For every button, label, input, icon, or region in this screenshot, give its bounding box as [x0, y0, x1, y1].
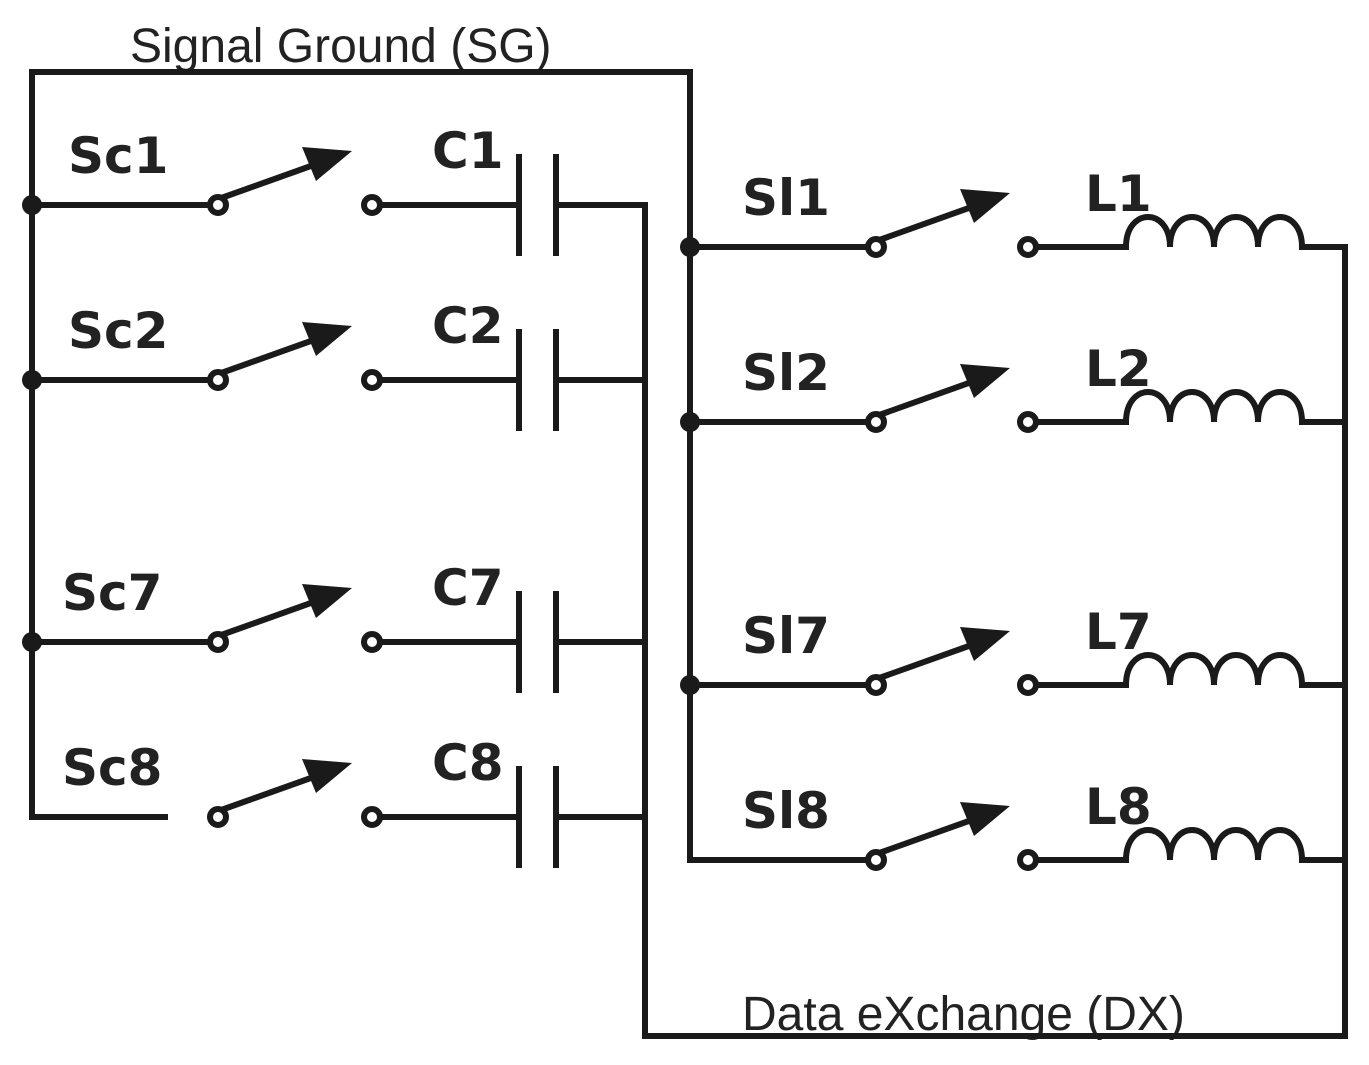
switch-lever	[220, 770, 326, 813]
capacitor-branch: Sc2 C2	[22, 297, 648, 431]
inductor-branch: Sl8 L8	[742, 778, 1348, 871]
inductor-coil	[1122, 214, 1306, 251]
switch-lever	[878, 638, 984, 681]
switch-arrow	[960, 189, 1010, 223]
inductor-branch: Sl2 L2	[680, 340, 1348, 433]
signal-ground-label: Signal Ground (SG)	[130, 20, 552, 73]
switch-lever	[878, 375, 984, 418]
switch-contact	[865, 411, 887, 433]
capacitor-label: C7	[432, 559, 503, 617]
switch-contact	[207, 631, 229, 653]
inductor-coil	[1122, 827, 1306, 864]
signal-ground-left-rail	[29, 69, 168, 820]
switch-arrow	[302, 322, 352, 356]
switch-label: Sl1	[742, 169, 830, 227]
switch-arrow	[960, 364, 1010, 398]
junction-dot	[22, 195, 42, 215]
capacitor-branch: Sc1 C1	[22, 122, 648, 256]
switch-lever	[220, 158, 326, 201]
switch-label: Sl2	[742, 344, 830, 402]
capacitor-label: C8	[432, 734, 503, 792]
switch-lever	[878, 200, 984, 243]
switch-contact	[207, 806, 229, 828]
data-exchange-label: Data eXchange (DX)	[742, 988, 1185, 1041]
junction-dot	[22, 370, 42, 390]
inductor-label: L1	[1085, 165, 1152, 223]
inductor-coil	[1122, 652, 1306, 689]
switch-label: Sc8	[62, 739, 162, 797]
switch-contact	[865, 674, 887, 696]
switch-lever	[220, 595, 326, 638]
inductor-branch: Sl7 L7	[680, 603, 1348, 696]
junction-dot	[680, 237, 700, 257]
inductor-coil	[1122, 389, 1306, 426]
inductor-branch: Sl1 L1	[680, 165, 1348, 258]
inductor-label: L7	[1085, 603, 1152, 661]
switch-contact	[207, 369, 229, 391]
signal-ground-bus	[29, 69, 823, 863]
switch-label: Sc2	[68, 302, 168, 360]
switch-lever	[878, 813, 984, 856]
data-exchange-bus	[553, 202, 1348, 1039]
inductor-label: L2	[1085, 340, 1152, 398]
switch-label: Sl8	[742, 782, 830, 840]
switch-contact	[865, 849, 887, 871]
switch-label: Sl7	[742, 607, 830, 665]
switch-contact	[207, 194, 229, 216]
junction-dot	[680, 412, 700, 432]
switch-arrow	[302, 584, 352, 618]
switch-contact	[865, 236, 887, 258]
switch-arrow	[960, 627, 1010, 661]
inductor-label: L8	[1085, 778, 1152, 836]
switch-arrow	[960, 802, 1010, 836]
junction-dot	[680, 675, 700, 695]
switch-arrow	[302, 147, 352, 181]
capacitor-branch: Sc8 C8	[62, 734, 648, 868]
junction-dot	[22, 632, 42, 652]
switch-label: Sc1	[68, 127, 168, 185]
capacitor-label: C2	[432, 297, 503, 355]
capacitor-label: C1	[432, 122, 503, 180]
capacitor-branch: Sc7 C7	[22, 559, 648, 693]
switch-lever	[220, 333, 326, 376]
switch-label: Sc7	[62, 564, 162, 622]
switch-arrow	[302, 759, 352, 793]
